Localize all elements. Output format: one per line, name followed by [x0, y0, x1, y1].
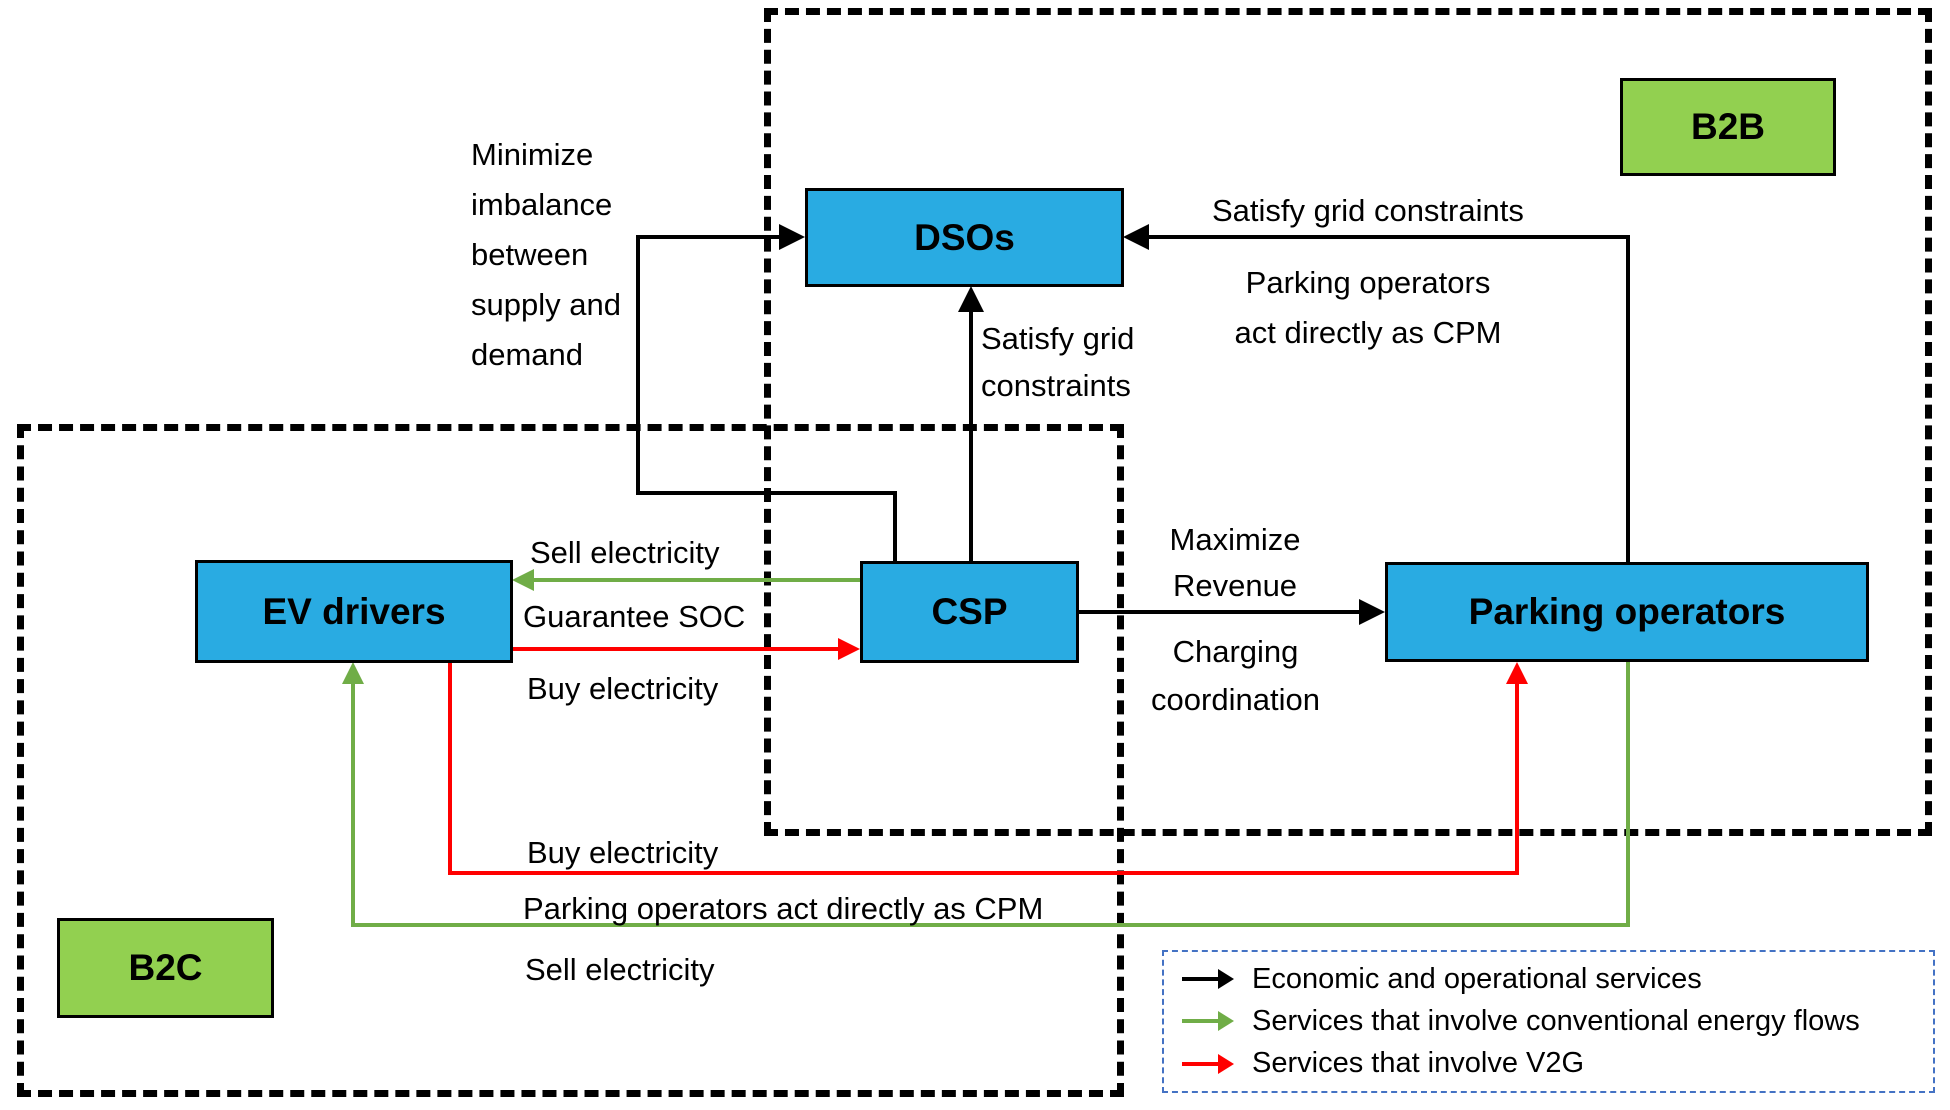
b2b-zone-label: B2B	[1620, 78, 1836, 176]
arrow-parking-ev-green-up	[351, 682, 355, 927]
node-csp-label: CSP	[931, 591, 1008, 632]
arrow-csp-dsos-arrowhead	[958, 286, 984, 312]
label-sell-electricity-csp-ev: Sell electricity	[530, 535, 720, 570]
arrow-parking-ev-green-down	[1626, 662, 1630, 927]
label-satisfy-grid-csp-dsos: Satisfy grid constraints	[981, 321, 1135, 403]
arrow-csp-ev-green-arrowhead	[512, 569, 534, 591]
b2c-zone-boundary	[17, 424, 1124, 1097]
label-sell-electricity-parking-ev: Sell electricity	[525, 952, 715, 987]
arrow-minimize-segment-into-dsos	[636, 235, 782, 239]
arrow-csp-ev-green-line	[532, 578, 860, 582]
arrow-parking-ev-green-arrowhead	[342, 662, 364, 684]
legend-box: Economic and operational services Servic…	[1162, 950, 1935, 1093]
green-arrow-icon	[1182, 1009, 1234, 1033]
node-dsos-label: DSOs	[914, 216, 1015, 258]
arrow-ev-csp-red-line	[512, 647, 840, 651]
node-ev-drivers: EV drivers	[195, 560, 513, 663]
legend-row-v2g: Services that involve V2G	[1182, 1047, 1933, 1080]
arrow-ev-parking-red-up	[1515, 682, 1519, 875]
legend-label-conventional: Services that involve conventional energ…	[1252, 1004, 1860, 1037]
node-csp: CSP	[860, 561, 1079, 663]
node-parking-operators: Parking operators	[1385, 562, 1869, 662]
arrow-minimize-segment-up	[636, 237, 640, 495]
arrow-ev-parking-red-arrowhead	[1506, 662, 1528, 684]
legend-row-economic: Economic and operational services	[1182, 963, 1933, 996]
legend-row-conventional: Services that involve conventional energ…	[1182, 1005, 1933, 1038]
node-dsos: DSOs	[805, 188, 1124, 287]
arrow-minimize-segment-csp-up	[893, 493, 897, 563]
arrow-parking-dsos-horizontal	[1147, 235, 1630, 239]
arrow-parking-dsos-arrowhead	[1123, 224, 1149, 250]
arrow-minimize-arrowhead	[779, 224, 805, 250]
b2c-text: B2C	[128, 947, 203, 988]
label-buy-electricity-ev-parking: Buy electricity	[527, 835, 719, 870]
black-arrow-icon	[1182, 967, 1234, 991]
node-parking-operators-label: Parking operators	[1468, 591, 1786, 632]
label-satisfy-grid-parking-dsos: Satisfy grid constraints	[1212, 193, 1524, 228]
arrow-csp-parking-line	[1078, 610, 1361, 614]
label-maximize-revenue: Maximize Revenue	[1169, 522, 1301, 603]
arrow-csp-dsos-line	[969, 308, 973, 563]
arrow-parking-dsos-vertical	[1626, 237, 1630, 564]
label-parking-act-cpm-bottom: Parking operators act directly as CPM	[523, 891, 1044, 926]
b2b-text: B2B	[1690, 106, 1766, 147]
legend-label-economic: Economic and operational services	[1252, 962, 1702, 995]
arrow-ev-parking-red-down	[448, 662, 452, 875]
b2c-zone-label: B2C	[57, 918, 274, 1018]
legend-label-v2g: Services that involve V2G	[1252, 1047, 1585, 1080]
red-arrow-icon	[1182, 1052, 1234, 1076]
arrow-parking-ev-green-horizontal	[351, 923, 1630, 927]
arrow-csp-parking-arrowhead	[1359, 599, 1385, 625]
label-buy-electricity-ev-csp: Buy electricity	[527, 671, 719, 706]
label-parking-act-cpm-b2b: Parking operators act directly as CPM	[1234, 265, 1502, 350]
arrow-ev-csp-red-arrowhead	[838, 638, 860, 660]
label-charging-coordination: Charging coordination	[1151, 634, 1320, 717]
label-guarantee-soc: Guarantee SOC	[523, 599, 746, 634]
label-minimize-imbalance: Minimize imbalance between supply and de…	[471, 137, 621, 372]
arrow-ev-parking-red-horizontal	[448, 871, 1519, 875]
arrow-minimize-segment-left	[636, 491, 897, 495]
b2b-zone-boundary	[764, 8, 1932, 836]
node-ev-drivers-label: EV drivers	[262, 590, 446, 632]
